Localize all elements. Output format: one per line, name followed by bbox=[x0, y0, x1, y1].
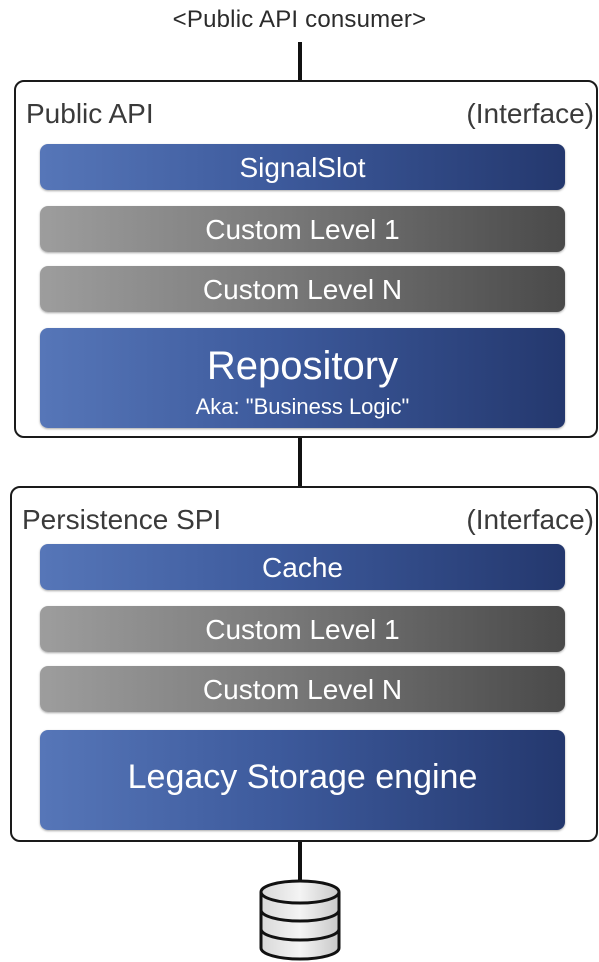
connector-line-middle bbox=[298, 438, 302, 488]
public-custom-level-1-label: Custom Level 1 bbox=[205, 214, 400, 245]
public-custom-level-n-layer: Custom Level N bbox=[40, 266, 565, 312]
legacy-storage-engine-layer: Legacy Storage engine bbox=[40, 730, 565, 830]
public-api-interface-tag: (Interface) bbox=[466, 98, 594, 129]
public-custom-level-1-layer: Custom Level 1 bbox=[40, 206, 565, 252]
cache-layer: Cache bbox=[40, 544, 565, 590]
connector-line-top bbox=[298, 42, 302, 82]
spi-custom-level-n-layer: Custom Level N bbox=[40, 666, 565, 712]
repository-label: Repository bbox=[206, 344, 399, 388]
database-cylinder-icon bbox=[259, 879, 341, 961]
connector-line-bottom bbox=[298, 842, 302, 884]
spi-custom-level-n-label: Custom Level N bbox=[202, 674, 403, 705]
signalslot-label: SignalSlot bbox=[239, 152, 366, 183]
repository-layer: Repository Aka: "Business Logic" bbox=[40, 328, 565, 428]
spi-custom-level-1-label: Custom Level 1 bbox=[205, 614, 400, 645]
public-api-consumer-label: <Public API consumer> bbox=[172, 6, 427, 33]
signalslot-layer: SignalSlot bbox=[40, 144, 565, 190]
cache-label: Cache bbox=[262, 552, 343, 583]
persistence-spi-interface-tag: (Interface) bbox=[466, 504, 594, 535]
public-custom-level-n-label: Custom Level N bbox=[202, 274, 403, 305]
legacy-storage-engine-label: Legacy Storage engine bbox=[127, 758, 478, 796]
persistence-spi-title: Persistence SPI bbox=[22, 504, 222, 535]
repository-subtitle: Aka: "Business Logic" bbox=[195, 394, 410, 419]
spi-custom-level-1-layer: Custom Level 1 bbox=[40, 606, 565, 652]
public-api-title: Public API bbox=[26, 98, 154, 129]
